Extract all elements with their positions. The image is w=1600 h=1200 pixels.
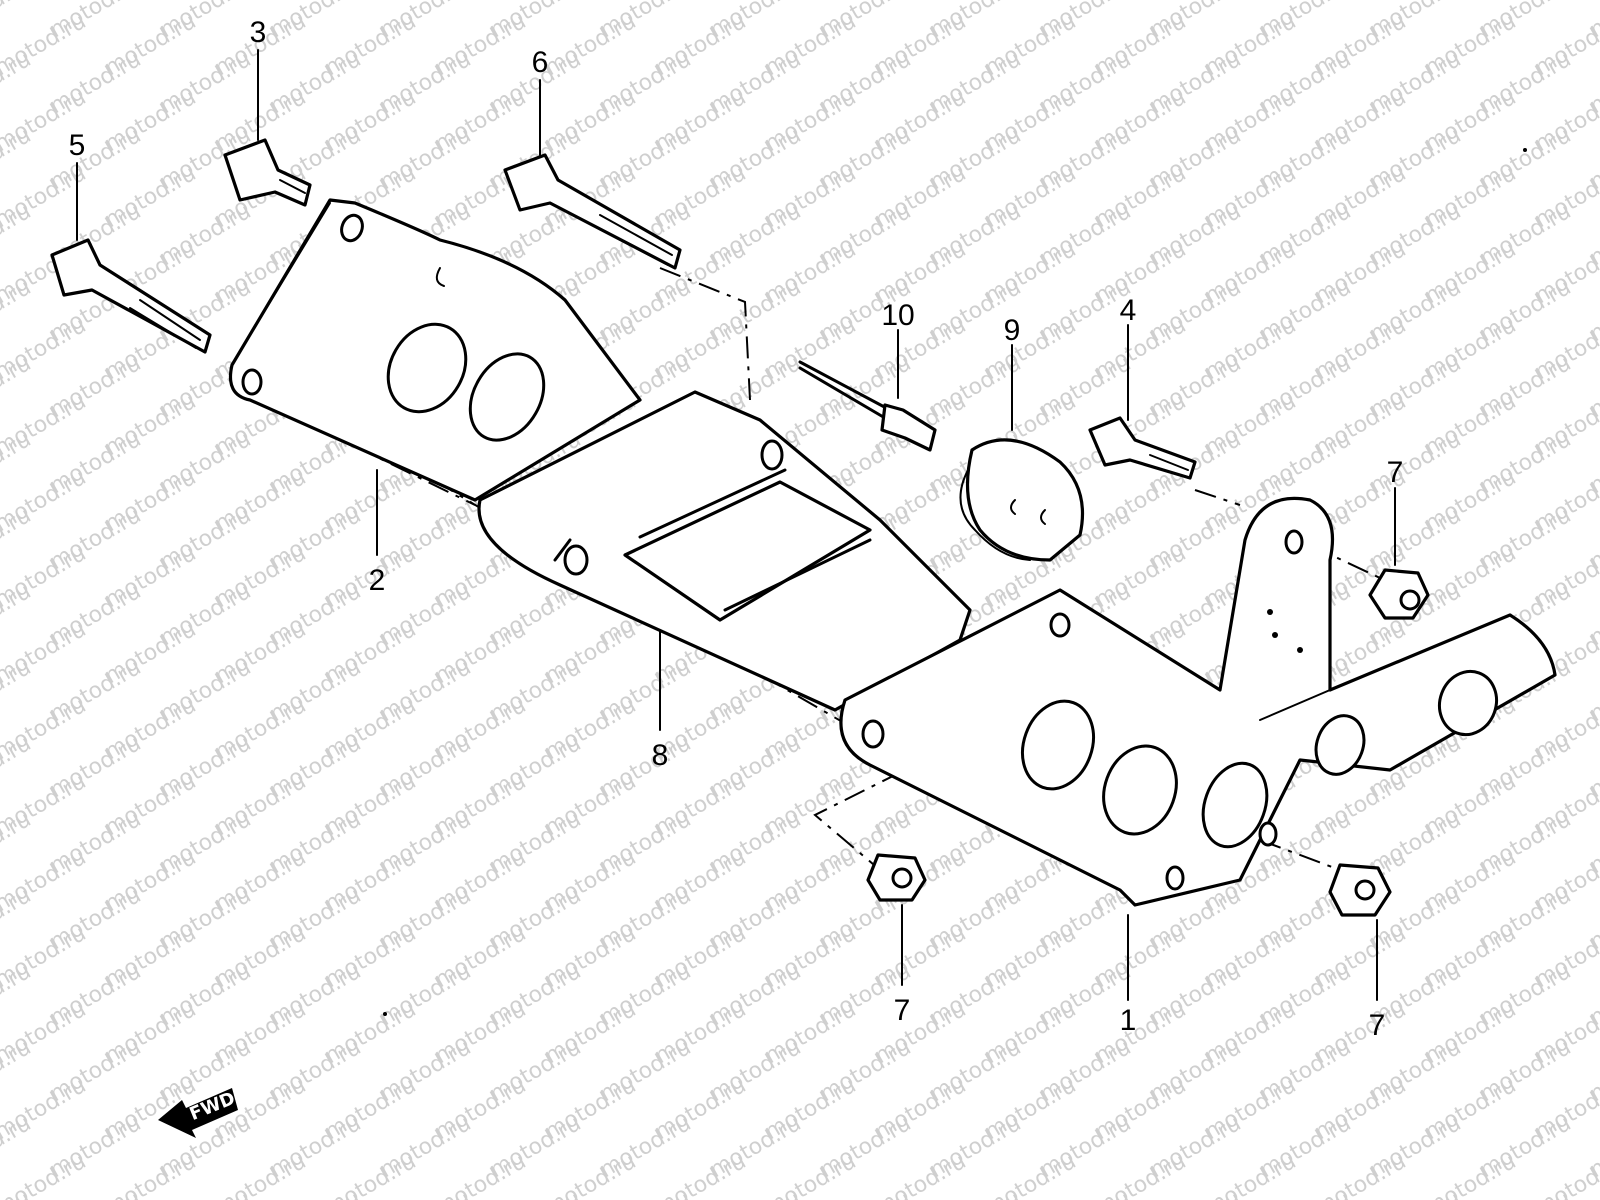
watermark-text: motod.ru bbox=[541, 1149, 641, 1200]
watermark-text: motod.ru bbox=[1256, 1187, 1356, 1200]
bolt-part-5 bbox=[50, 238, 212, 354]
watermark-text: motod.ru bbox=[1311, 1149, 1411, 1200]
callouts: 5 3 6 10 9 4 7 2 8 7 1 7 bbox=[69, 16, 1404, 1042]
watermark-text: motod.ru bbox=[761, 1149, 861, 1200]
leader-lines bbox=[76, 49, 1396, 1001]
plate-part-2 bbox=[228, 198, 642, 502]
watermark-text: motod.ru bbox=[706, 1187, 806, 1200]
watermark-text: motod.ru bbox=[1421, 1149, 1521, 1200]
callout-9: 9 bbox=[1004, 314, 1021, 347]
watermark-text: motod.ru bbox=[926, 1187, 1026, 1200]
watermark-text: motod.ru bbox=[46, 1187, 146, 1200]
watermark-text: motod.ru bbox=[1036, 1187, 1136, 1200]
watermark-text: motod.ru bbox=[651, 1149, 751, 1200]
spacer-part-8 bbox=[477, 390, 972, 712]
watermark-text: motod.ru bbox=[156, 1187, 256, 1200]
watermark-text: motod.ru bbox=[486, 1187, 586, 1200]
bolt-part-4 bbox=[1088, 416, 1197, 480]
watermark-text: motod.ru bbox=[1146, 1187, 1246, 1200]
watermark-text: motod.ru bbox=[1201, 1149, 1301, 1200]
callout-8: 8 bbox=[652, 739, 669, 772]
cushion-part-9 bbox=[959, 438, 1084, 562]
bolt-part-3 bbox=[223, 138, 312, 207]
pin-part-10 bbox=[798, 360, 937, 452]
callout-2: 2 bbox=[369, 564, 386, 597]
callout-7-bottom-left: 7 bbox=[894, 994, 911, 1027]
watermark-text: motod.ru bbox=[596, 1187, 696, 1200]
watermark-text: motod.ru bbox=[321, 1149, 421, 1200]
callout-7-bottom-right: 7 bbox=[1369, 1009, 1386, 1042]
nut-7-right-top bbox=[1368, 568, 1430, 620]
watermark-text: motod.ru bbox=[101, 1149, 201, 1200]
bracket-part-1 bbox=[839, 496, 1557, 907]
callout-1: 1 bbox=[1120, 1004, 1137, 1037]
watermark-text: motod.ru bbox=[266, 1187, 366, 1200]
watermark-text: motod.ru bbox=[1476, 1187, 1576, 1200]
callout-5: 5 bbox=[69, 129, 86, 162]
watermark-text: motod.ru bbox=[211, 1149, 311, 1200]
watermark-text: motod.ru bbox=[981, 1149, 1081, 1200]
callout-6: 6 bbox=[532, 46, 549, 79]
watermark-text: motod.ru bbox=[431, 1149, 531, 1200]
callout-4: 4 bbox=[1120, 294, 1137, 327]
nut-7-bottom-right bbox=[1328, 863, 1392, 917]
callout-10: 10 bbox=[881, 299, 914, 332]
callout-7-top-right: 7 bbox=[1387, 456, 1404, 489]
watermark-text: motod.ru bbox=[1366, 1187, 1466, 1200]
callout-3: 3 bbox=[250, 16, 267, 49]
bolt-part-6 bbox=[503, 153, 682, 270]
watermark-text: motod.ru bbox=[816, 1187, 916, 1200]
watermark-text: motod.ru bbox=[871, 1149, 971, 1200]
watermark-text: motod.ru bbox=[376, 1187, 476, 1200]
nut-7-bottom-left bbox=[866, 853, 927, 902]
watermark-text: motod.ru bbox=[1091, 1149, 1191, 1200]
